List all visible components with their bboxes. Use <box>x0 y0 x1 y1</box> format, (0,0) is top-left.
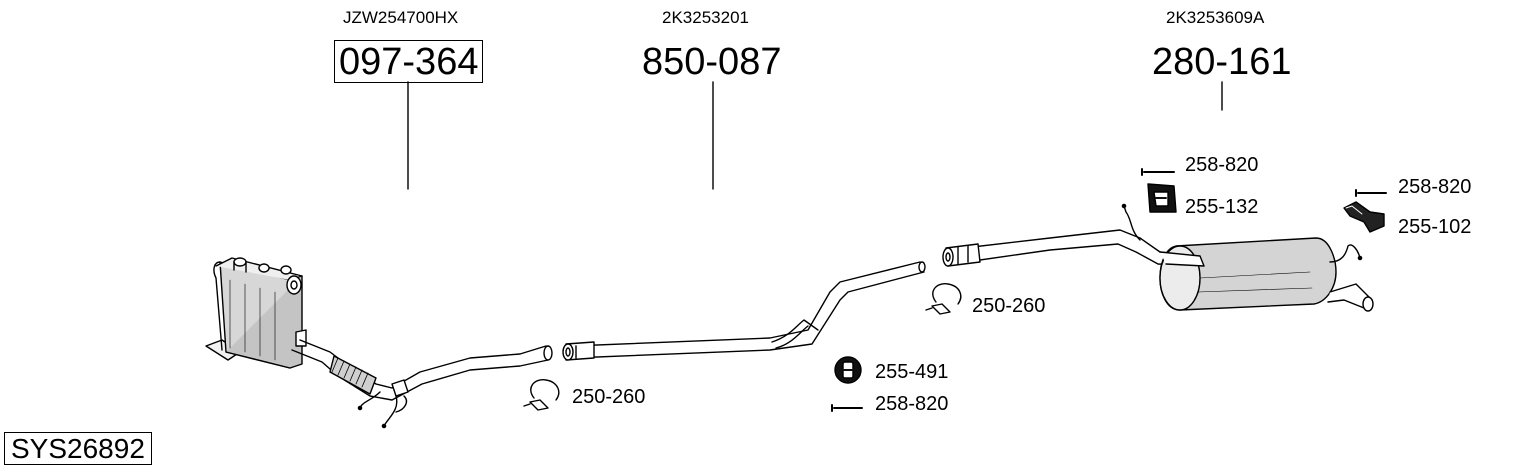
clamp-icon-2 <box>925 283 962 315</box>
accessory-bolt-label-2: 258-820 <box>1185 154 1259 176</box>
bolt-icon-1 <box>831 404 863 412</box>
bracket-icon-1 <box>1343 201 1385 233</box>
clamp-icon-1 <box>523 379 560 411</box>
middle-pipe <box>562 261 926 361</box>
accessory-clamp-label-1: 250-260 <box>572 386 646 408</box>
part-number-middle-pipe: 850-087 <box>642 41 782 83</box>
bolt-icon-3 <box>1355 189 1387 197</box>
front-pipe <box>291 339 553 429</box>
accessory-bolt-label-1: 258-820 <box>875 393 949 415</box>
part-oe-number-middle-pipe: 2K3253201 <box>662 8 749 27</box>
part-number-dpf: 097-364 <box>334 40 484 83</box>
rubber-mount-icon-2 <box>1147 183 1177 213</box>
accessory-bracket-label-1: 255-102 <box>1398 216 1472 238</box>
accessory-bolt-label-3: 258-820 <box>1398 176 1472 198</box>
rubber-mount-icon-1 <box>834 356 862 384</box>
bolt-icon-2 <box>1141 168 1175 176</box>
dpf-unit <box>205 257 307 369</box>
accessory-rubber-mount-label-2: 255-132 <box>1185 196 1259 218</box>
accessory-clamp-label-2: 250-260 <box>972 295 1046 317</box>
part-oe-number-dpf: JZW254700HX <box>343 8 459 27</box>
system-code: SYS26892 <box>4 432 152 465</box>
accessory-rubber-mount-label-1: 255-491 <box>875 361 949 383</box>
part-oe-number-rear-silencer: 2K3253609A <box>1166 8 1265 27</box>
part-number-rear-silencer: 280-161 <box>1152 41 1292 83</box>
rear-silencer <box>942 203 1374 312</box>
